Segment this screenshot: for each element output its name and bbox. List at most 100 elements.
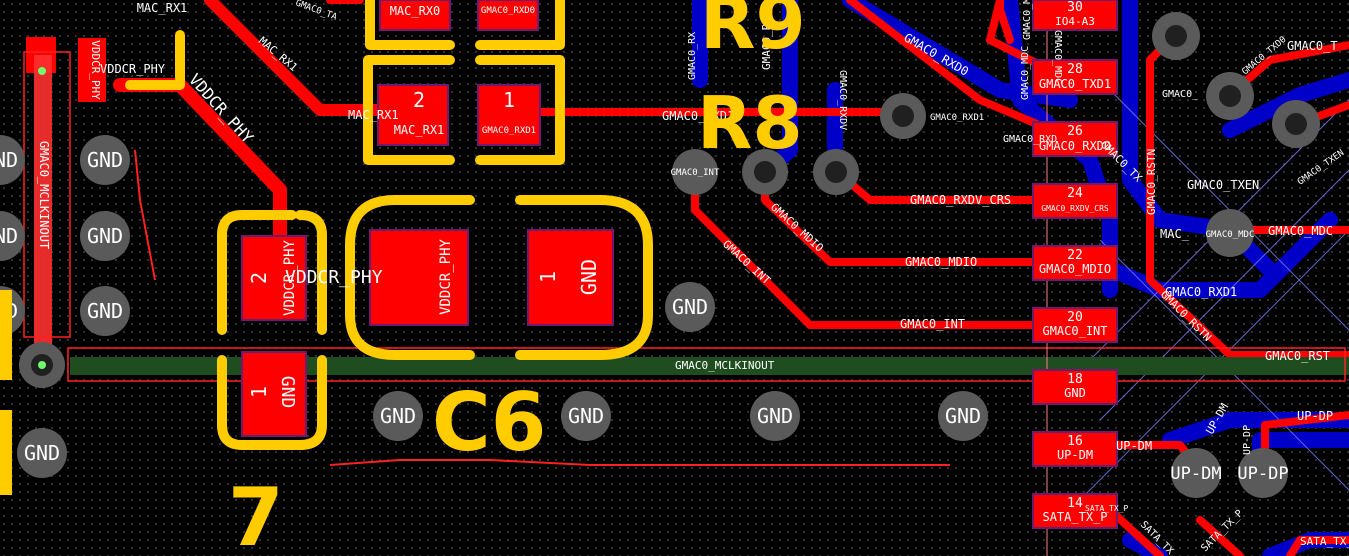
- pin-number: 22: [1067, 248, 1083, 263]
- pin-net: GMAC0_RXD0: [1039, 139, 1111, 153]
- via-gnd[interactable]: GND: [938, 391, 988, 441]
- trace-label: GMAC0_RXD1: [662, 109, 734, 123]
- via-top-right-c[interactable]: [1272, 100, 1320, 148]
- connector-pin-28[interactable]: [1032, 59, 1118, 95]
- r8-pad-2[interactable]: [377, 84, 449, 146]
- connector-pin-30[interactable]: [1032, 0, 1118, 31]
- trace-gmac0-rxd1-bottom[interactable]: [1082, 212, 1338, 298]
- trace-label: GMAC0_TXEN: [1296, 148, 1346, 187]
- pad-number-c7-1: 1: [247, 386, 271, 398]
- pad-label-c6-left: VDDCR_PHY: [438, 239, 454, 315]
- connector-pin-26[interactable]: [1032, 121, 1118, 157]
- trace-label: GMAC0_RXDV_CRS: [910, 193, 1011, 207]
- pad-label-c6-right: GND: [577, 259, 601, 295]
- outline-highlighted-net: [67, 347, 1346, 382]
- trace-label: GMAC0_MDC: [1020, 46, 1031, 100]
- silk-left-edge: [0, 290, 12, 380]
- via-gmac0-int[interactable]: GMAC0_INT: [671, 149, 720, 195]
- trace-top-right[interactable]: [996, 0, 1014, 44]
- via-label: GND: [568, 404, 604, 428]
- via-mclkinout[interactable]: [19, 342, 65, 388]
- trace-gmac0-t-bottom[interactable]: [1222, 72, 1349, 138]
- trace-sata-tx-n[interactable]: [1286, 536, 1349, 556]
- connector-pin-18[interactable]: [1032, 369, 1118, 405]
- trace-mac-rx1[interactable]: [204, 0, 386, 116]
- via-gnd[interactable]: GND: [17, 428, 67, 478]
- trace-gmac0-mdc-bottom[interactable]: [1002, 0, 1118, 298]
- c6-pad-vddcr-phy[interactable]: [369, 229, 469, 326]
- via-gnd[interactable]: GND: [665, 282, 715, 332]
- via-gnd[interactable]: GND: [561, 391, 611, 441]
- r8-pad-1[interactable]: [477, 84, 541, 146]
- silk-outline-small: [125, 30, 185, 90]
- pin-net: UP-DM: [1057, 448, 1093, 462]
- pad-number-c7-2: 2: [247, 272, 271, 284]
- outline-gmac0-mclkinout: [23, 51, 71, 338]
- via-top-right-a[interactable]: [1152, 12, 1200, 60]
- via-gnd[interactable]: GND: [80, 286, 130, 336]
- c6-pad-gnd[interactable]: [527, 229, 614, 326]
- pad-vddcr-phy-small[interactable]: [78, 38, 106, 102]
- trace-label: GMAC0_INT: [720, 238, 773, 288]
- trace-label: UP-DM: [1116, 439, 1152, 453]
- connector-pin-24[interactable]: [1032, 183, 1118, 219]
- trace-label: GMAC0_MDC: [1268, 224, 1333, 238]
- pad-mac-rx0[interactable]: [379, 0, 451, 31]
- via-gnd[interactable]: GND: [373, 391, 423, 441]
- via-gmac0-mdc[interactable]: GMAC0_MDC: [1206, 209, 1255, 257]
- pad-number-c6-right: 1: [536, 271, 560, 283]
- trace-label: GMAC0_RSTN: [1145, 149, 1158, 215]
- pad-gmac0-rxd0[interactable]: [477, 0, 539, 31]
- highlighted-net-gmac0-mclkinout[interactable]: [70, 357, 1349, 375]
- pad-label-mac-rx0: MAC_RX0: [390, 4, 441, 18]
- pin-number: 20: [1067, 310, 1083, 325]
- connector-pin-14[interactable]: [1032, 493, 1118, 529]
- trace-label: SATA_TX_P: [1199, 508, 1245, 554]
- pad-label-c7-1: GND: [277, 376, 298, 409]
- via-top-right-b[interactable]: [1206, 72, 1254, 120]
- pin-number: 26: [1067, 124, 1083, 139]
- trace-label: GMAC0_RST: [1265, 349, 1330, 363]
- connector-pin-22[interactable]: [1032, 245, 1118, 281]
- c7-pad-2[interactable]: [241, 235, 307, 321]
- via-gmac0-rxd1[interactable]: [880, 93, 926, 139]
- trace-label: GMAC0_RXD0: [902, 30, 972, 78]
- trace-label: GMAC0_INT: [900, 317, 965, 331]
- via-gmac0-rxdv[interactable]: [813, 149, 859, 195]
- silk-outline-c6-left: [345, 195, 475, 360]
- connector-pin-16[interactable]: [1032, 431, 1118, 467]
- connector-pin-20[interactable]: [1032, 307, 1118, 343]
- via-gnd[interactable]: GND: [0, 211, 25, 261]
- trace-label: VDDCR_PHY: [100, 62, 166, 76]
- pad-label-r8-2: MAC_RX1: [394, 123, 445, 137]
- via-gmac0-mdio[interactable]: [742, 149, 788, 195]
- via-label: GMAC0_MDC: [1206, 230, 1255, 240]
- trace-gmac0-mclkinout-vertical[interactable]: [34, 55, 52, 365]
- via-gnd[interactable]: GND: [750, 391, 800, 441]
- trace-gmac0-int[interactable]: [691, 168, 1079, 329]
- via-label: GND: [757, 404, 793, 428]
- via-label: GND: [87, 148, 123, 172]
- pin-net: GMAC0_RXDV_CRS: [1041, 204, 1109, 213]
- pad-label-mclkinout: GMAC0_MCLKINOUT: [37, 141, 51, 249]
- c7-pad-1[interactable]: [241, 351, 307, 437]
- via-label: GND: [87, 299, 123, 323]
- trace-label: GMAC0_RXD1: [1165, 285, 1237, 299]
- trace-label: MAC_RX1: [137, 1, 188, 15]
- via-gnd[interactable]: GND: [80, 211, 130, 261]
- pin-net: GMAC0_INT: [1042, 324, 1107, 338]
- connector-pin-labels: 30 IO4-A3 28 GMAC0_TXD1 26 GMAC0_RXD0 24…: [1039, 0, 1111, 524]
- via-gnd[interactable]: GND: [0, 135, 25, 185]
- via-label: GND: [380, 404, 416, 428]
- trace-sata-tx[interactable]: [1196, 516, 1244, 556]
- trace-label: SATA_TX_P: [1085, 504, 1129, 513]
- pin-number: 14: [1067, 496, 1083, 511]
- via-up-dm[interactable]: UP-DM: [1170, 448, 1222, 498]
- pin-number: 30: [1067, 0, 1083, 15]
- silk-outline-c7-bottom: [217, 355, 327, 450]
- pin-net: GMAC0_TXD1: [1039, 77, 1111, 91]
- via-up-dp[interactable]: UP-DP: [1237, 448, 1289, 498]
- via-gnd[interactable]: GND: [80, 135, 130, 185]
